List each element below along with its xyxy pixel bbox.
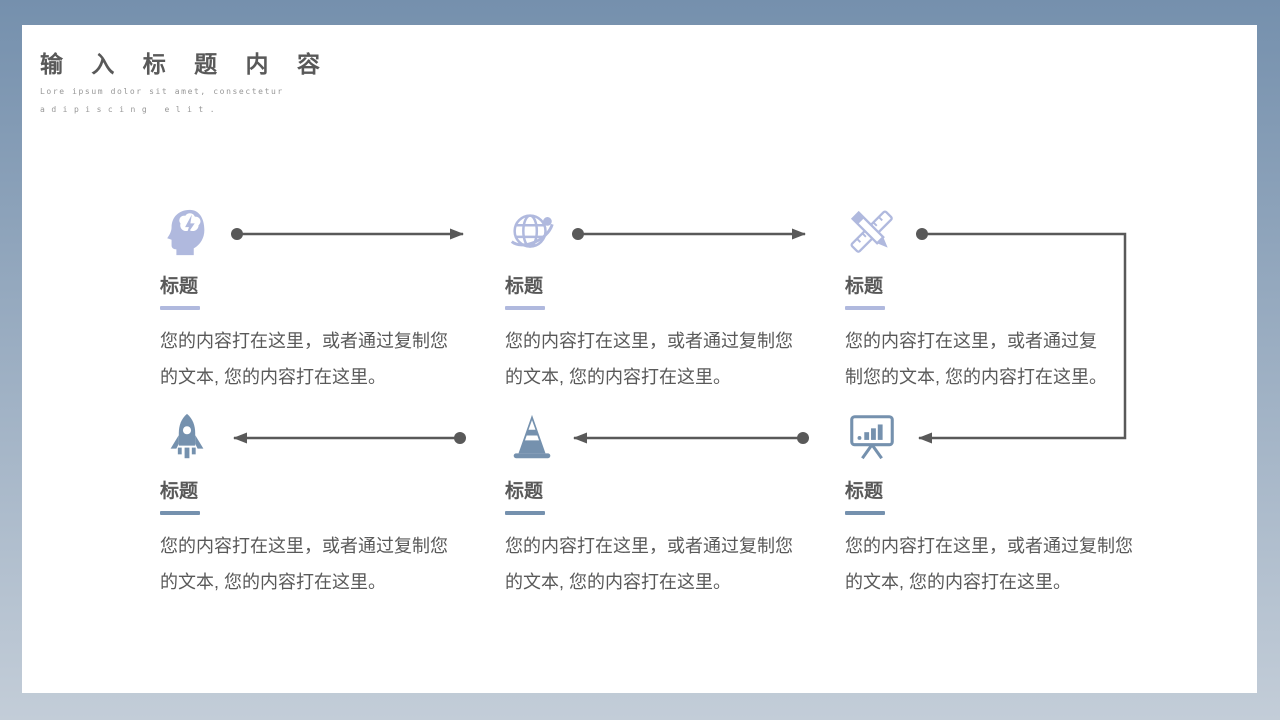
step-title-underline: [505, 306, 545, 310]
step-title-underline: [160, 306, 200, 310]
step-title-underline: [845, 511, 885, 515]
flow-step-3: 标题 您的内容打在这里，或者通过复 制您的文本, 您的内容打在这里。: [845, 205, 1113, 395]
step-body: 您的内容打在这里，或者通过复制您 的文本, 您的内容打在这里。: [505, 528, 820, 600]
pencil-ruler-icon: [845, 205, 1113, 263]
step-body-line: 您的内容打在这里，或者通过复制您: [160, 331, 448, 351]
slide-subtitle-line1: Lore ipsum dolor sit amet, consectetur: [40, 87, 284, 96]
step-title: 标题: [160, 481, 199, 502]
traffic-cone-icon: [505, 410, 820, 468]
step-title-underline: [505, 511, 545, 515]
step-body-line: 您的内容打在这里，或者通过复制您: [160, 536, 448, 556]
step-body-line: 您的内容打在这里，或者通过复: [845, 331, 1097, 351]
flow-step-2: 标题 您的内容打在这里，或者通过复制您 的文本, 您的内容打在这里。: [505, 205, 820, 395]
step-body-line: 制您的文本, 您的内容打在这里。: [845, 367, 1108, 387]
step-body-line: 您的内容打在这里，或者通过复制您: [505, 536, 793, 556]
content-panel: 输 入 标 题 内 容 Lore ipsum dolor sit amet, c…: [22, 25, 1257, 693]
step-body-line: 的文本, 您的内容打在这里。: [160, 572, 387, 592]
step-body-line: 的文本, 您的内容打在这里。: [160, 367, 387, 387]
step-title: 标题: [845, 481, 884, 502]
flow-step-4: 标题 您的内容打在这里，或者通过复制您 的文本, 您的内容打在这里。: [160, 410, 475, 600]
step-title: 标题: [845, 276, 884, 297]
step-body: 您的内容打在这里，或者通过复制您 的文本, 您的内容打在这里。: [160, 323, 475, 395]
idea-head-icon: [160, 205, 475, 263]
flow-step-5: 标题 您的内容打在这里，或者通过复制您 的文本, 您的内容打在这里。: [505, 410, 820, 600]
step-body: 您的内容打在这里，或者通过复制您 的文本, 您的内容打在这里。: [505, 323, 820, 395]
slide-header: 输 入 标 题 内 容 Lore ipsum dolor sit amet, c…: [40, 45, 331, 115]
step-body-line: 您的内容打在这里，或者通过复制您: [845, 536, 1133, 556]
step-body: 您的内容打在这里，或者通过复制您 的文本, 您的内容打在这里。: [845, 528, 1160, 600]
step-body-line: 的文本, 您的内容打在这里。: [845, 572, 1072, 592]
flow-step-6: 标题 您的内容打在这里，或者通过复制您 的文本, 您的内容打在这里。: [845, 410, 1160, 600]
step-body-line: 的文本, 您的内容打在这里。: [505, 367, 732, 387]
step-body-line: 您的内容打在这里，或者通过复制您: [505, 331, 793, 351]
page-title: 输 入 标 题 内 容: [40, 51, 331, 77]
flow-step-1: 标题 您的内容打在这里，或者通过复制您 的文本, 您的内容打在这里。: [160, 205, 475, 395]
step-title: 标题: [505, 481, 544, 502]
step-body: 您的内容打在这里，或者通过复 制您的文本, 您的内容打在这里。: [845, 323, 1113, 395]
rocket-icon: [160, 410, 475, 468]
step-body: 您的内容打在这里，或者通过复制您 的文本, 您的内容打在这里。: [160, 528, 475, 600]
step-title: 标题: [505, 276, 544, 297]
slide-subtitle-line2: adipiscing elit.: [40, 105, 222, 114]
step-title: 标题: [160, 276, 199, 297]
globe-orbit-icon: [505, 205, 820, 263]
step-body-line: 的文本, 您的内容打在这里。: [505, 572, 732, 592]
presentation-chart-icon: [845, 410, 1160, 468]
step-title-underline: [845, 306, 885, 310]
step-title-underline: [160, 511, 200, 515]
